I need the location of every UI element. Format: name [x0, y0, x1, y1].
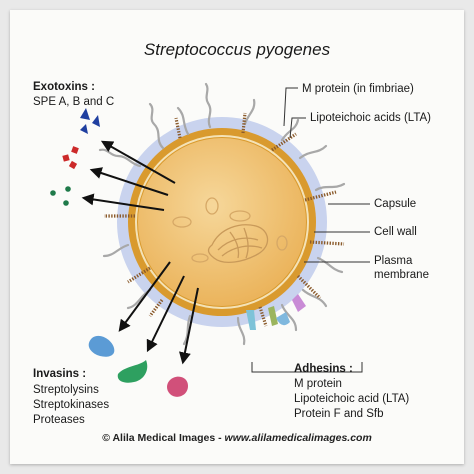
- invasin-arrows: [118, 261, 199, 365]
- surface-adhesins: [246, 294, 306, 330]
- lipoteichoic-acids: [104, 112, 345, 327]
- adhesins-heading: Adhesins :: [294, 363, 353, 375]
- fimbriae: [98, 82, 346, 346]
- label-plasma-membrane-line1: Plasma: [374, 255, 413, 267]
- inclusions: [172, 197, 288, 263]
- label-m-protein: M protein (in fimbriae): [302, 83, 414, 95]
- exotoxins-list: SPE A, B and C: [33, 96, 115, 108]
- label-capsule: Capsule: [374, 198, 417, 210]
- invasin-streptolysin-shape: [88, 335, 115, 357]
- footer-credit: © Alila Medical Images - www.alilamedica…: [0, 432, 474, 444]
- invasin-item: Streptokinases: [33, 399, 110, 411]
- invasin-item: Proteases: [33, 414, 85, 426]
- invasins-heading: Invasins :: [33, 368, 87, 380]
- exotoxins-heading: Exotoxins :: [33, 81, 95, 93]
- plasma-membrane: [135, 135, 309, 309]
- exotoxin-molecules: [50, 108, 100, 206]
- exotoxin-arrows: [81, 140, 176, 211]
- invasin-item: Streptolysins: [33, 384, 99, 396]
- adhesin-item: Protein F and Sfb: [294, 408, 384, 420]
- adhesin-item: Lipoteichoic acid (LTA): [294, 393, 410, 405]
- footer-separator: -: [218, 432, 222, 444]
- label-plasma-membrane-line2: membrane: [374, 269, 429, 281]
- diagram-title: Streptococcus pyogenes: [143, 40, 331, 59]
- label-leader-lines: [251, 87, 370, 373]
- footer-url[interactable]: www.alilamedicalimages.com: [224, 432, 372, 444]
- nucleoid: [207, 224, 269, 264]
- invasin-protease-shape: [167, 376, 188, 397]
- label-cell-wall: Cell wall: [374, 226, 417, 238]
- label-lta: Lipoteichoic acids (LTA): [310, 112, 432, 124]
- cytoplasm: [138, 138, 306, 306]
- footer-copyright: © Alila Medical Images: [102, 432, 216, 444]
- invasin-streptokinase-shape: [117, 360, 148, 383]
- adhesin-item: M protein: [294, 378, 342, 390]
